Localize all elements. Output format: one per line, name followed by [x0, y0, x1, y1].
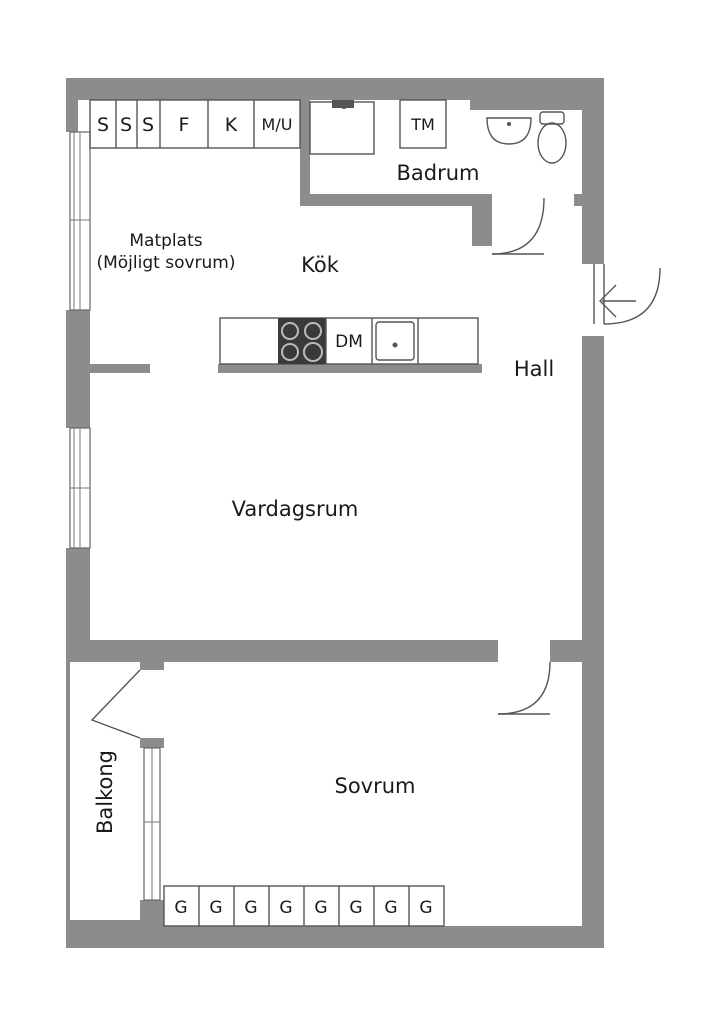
dishwasher-label: DM — [335, 332, 363, 352]
kitchen-island: DM — [219, 317, 479, 365]
wardrobes: G G G G G G G G — [163, 885, 445, 927]
room-label-hall: Hall — [514, 357, 554, 381]
cabinet-label: S — [142, 114, 154, 136]
windows — [69, 131, 161, 901]
room-label-sovrum: Sovrum — [334, 774, 415, 798]
wardrobe-label: G — [174, 898, 187, 918]
room-labels: Matplats (Möjligt sovrum) Kök Hall Varda… — [93, 231, 554, 834]
wardrobe-label: G — [349, 898, 362, 918]
wardrobe-label: G — [384, 898, 397, 918]
room-label-matplats: Matplats — [129, 231, 202, 251]
wardrobe-label: G — [419, 898, 432, 918]
arrow-left-icon — [599, 284, 636, 318]
room-label-kok: Kök — [301, 253, 340, 277]
bathroom-fixtures: TM Badrum — [309, 99, 567, 185]
wardrobe-label: G — [209, 898, 222, 918]
walls — [66, 78, 604, 948]
cabinet-label: F — [179, 114, 190, 136]
wardrobe-label: G — [244, 898, 257, 918]
kitchen-cabinets: S S S F K M/U — [89, 99, 301, 149]
room-label-matplats-note: (Möjligt sovrum) — [96, 253, 235, 273]
doors — [90, 197, 661, 739]
room-label-vardagsrum: Vardagsrum — [232, 497, 359, 521]
wardrobe-label: G — [279, 898, 292, 918]
room-label-badrum: Badrum — [396, 161, 479, 185]
cabinet-label: K — [225, 114, 238, 136]
washing-machine-label: TM — [410, 115, 435, 134]
wardrobe-label: G — [314, 898, 327, 918]
room-label-balkong: Balkong — [93, 750, 117, 834]
cabinet-label: S — [120, 114, 132, 136]
cabinet-label: M/U — [262, 115, 293, 134]
cabinet-label: S — [97, 114, 109, 136]
